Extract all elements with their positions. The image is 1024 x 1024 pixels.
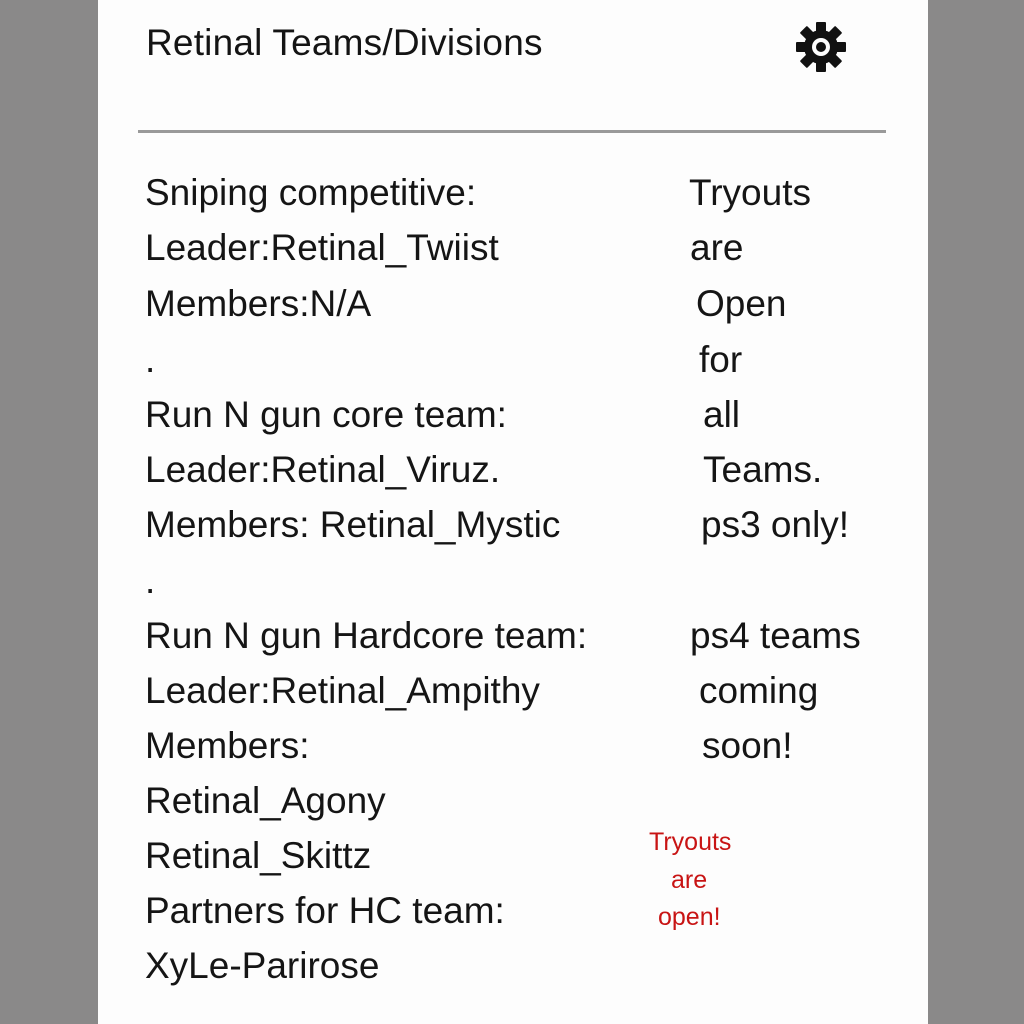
team-line: Leader:Retinal_Viruz. (145, 449, 501, 490)
tryout-line: Open (696, 283, 787, 324)
tryout-line: are (690, 227, 744, 268)
team-line: Run N gun Hardcore team: (145, 615, 588, 656)
red-note-line: are (671, 866, 708, 894)
separator-dot: . (145, 339, 156, 380)
red-note-line: open! (658, 903, 721, 931)
tryout-line: all (703, 394, 741, 435)
team-line: Leader:Retinal_Ampithy (145, 670, 540, 711)
team-line: Retinal_Agony (145, 780, 386, 821)
team-line: Retinal_Skittz (145, 835, 372, 876)
tryout-line: Teams. (703, 449, 823, 490)
tryout-line: for (699, 339, 743, 380)
page-title: Retinal Teams/Divisions (146, 22, 543, 63)
red-note-line: Tryouts (649, 828, 732, 856)
team-line: Partners for HC team: (145, 890, 505, 931)
header-divider (138, 130, 886, 133)
tryout-line: Tryouts (689, 172, 811, 213)
team-line: Members: Retinal_Mystic (145, 504, 561, 545)
team-line: Sniping competitive: (145, 172, 477, 213)
tryout-line: coming (699, 670, 819, 711)
content-panel: Retinal Teams/Divisions Sniping competit… (98, 0, 928, 1024)
tryout-line: ps3 only! (701, 504, 850, 545)
separator-dot: . (145, 560, 156, 601)
tryout-line: soon! (702, 725, 793, 766)
team-line: Leader:Retinal_Twiist (145, 227, 499, 268)
tryout-line: ps4 teams (690, 615, 861, 656)
team-line: Members:N/A (145, 283, 372, 324)
team-line: Run N gun core team: (145, 394, 507, 435)
team-line: Members: (145, 725, 310, 766)
gear-icon[interactable] (793, 19, 849, 75)
team-line: XyLe-Parirose (145, 945, 380, 986)
